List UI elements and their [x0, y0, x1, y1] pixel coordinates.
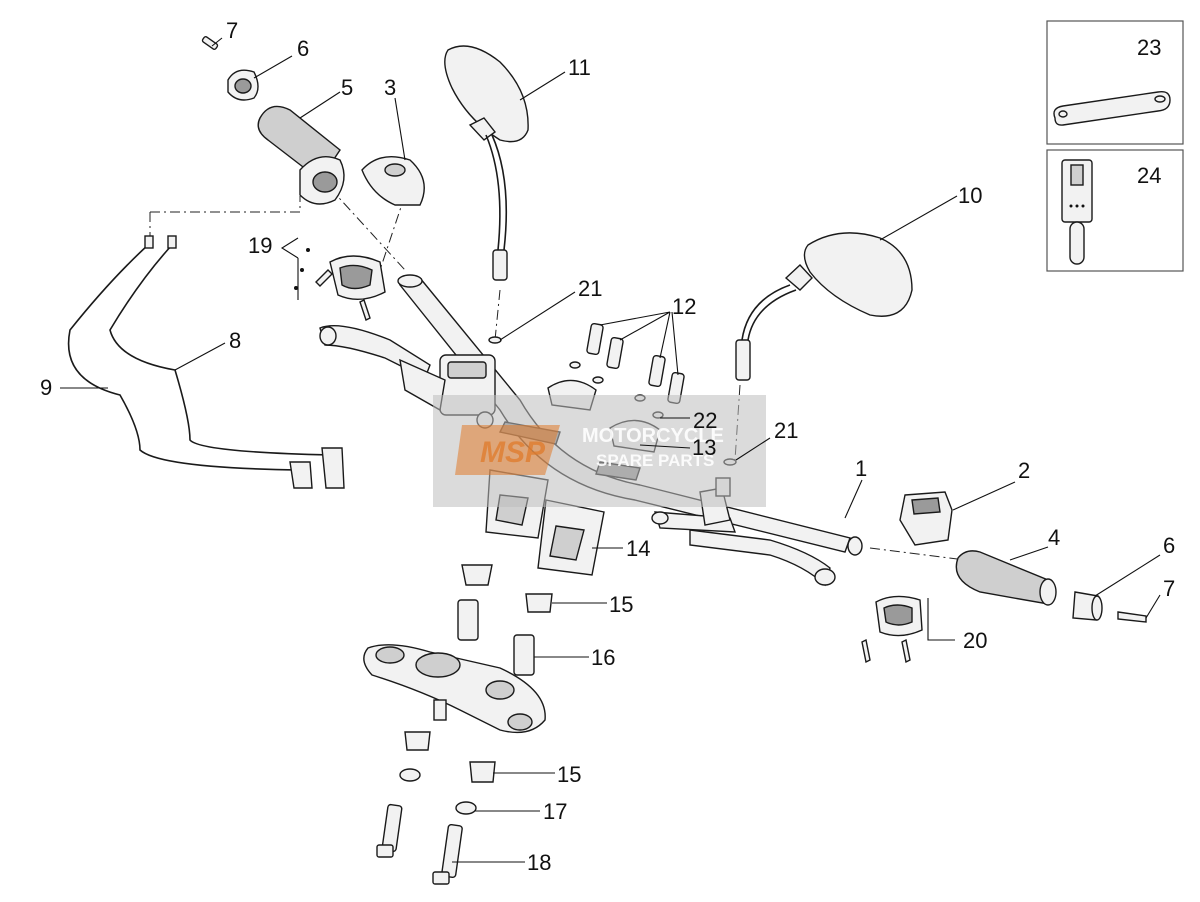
callout-5: 5: [341, 75, 353, 100]
inset-box-23: [1046, 20, 1184, 145]
callout-11: 11: [568, 55, 591, 80]
callout-15-lower: 15: [557, 762, 581, 787]
left-switch-housing: [361, 156, 425, 206]
right-grip: [955, 550, 1057, 606]
inset-box-24: [1046, 149, 1184, 272]
callout-17: 17: [543, 799, 567, 824]
watermark-logo: MSP: [480, 436, 546, 469]
callout-7-right: 7: [1163, 576, 1175, 601]
watermark: MSP MOTORCYCLE SPARE PARTS: [433, 395, 766, 507]
callout-14: 14: [626, 536, 650, 561]
callout-21-lower: 21: [774, 418, 798, 443]
left-switch-19: [294, 248, 386, 321]
callout-22: 22: [693, 408, 717, 433]
callout-7-left: 7: [226, 18, 238, 43]
callout-20: 20: [963, 628, 987, 653]
watermark-line1: MOTORCYCLE: [582, 425, 724, 447]
callout-12: 12: [672, 294, 696, 319]
callout-6-left: 6: [297, 36, 309, 61]
throttle-cables: [67, 235, 345, 489]
callout-10: 10: [958, 183, 982, 208]
left-bar-end: [201, 36, 259, 101]
right-switch-housing: [899, 491, 953, 546]
bushings-spacers: [399, 564, 553, 815]
callout-19: 19: [248, 233, 272, 258]
triple-clamp: [363, 644, 546, 734]
callout-16: 16: [591, 645, 615, 670]
callout-4: 4: [1048, 525, 1060, 550]
callout-1: 1: [855, 456, 867, 481]
callout-3: 3: [384, 75, 396, 100]
right-switch-20: [861, 595, 923, 664]
callout-21-upper: 21: [578, 276, 602, 301]
callout-numbers: 1 2 3 4 5 6 6 7 7 8 9 10 11 12 13 14 15 …: [40, 18, 1175, 875]
callout-6-right: 6: [1163, 533, 1175, 558]
lower-bolts: [376, 803, 463, 885]
right-bar-end: [1072, 591, 1147, 623]
left-grip: [257, 105, 345, 205]
callout-24: 24: [1137, 163, 1161, 188]
callout-9: 9: [40, 375, 52, 400]
callout-18: 18: [527, 850, 551, 875]
callout-13: 13: [692, 435, 716, 460]
leader-lines: [60, 37, 1161, 863]
watermark-line2: SPARE PARTS: [596, 451, 714, 470]
callout-23: 23: [1137, 35, 1161, 60]
mirror-left: [444, 45, 529, 281]
callout-2: 2: [1018, 458, 1030, 483]
callout-8: 8: [229, 328, 241, 353]
mirror-right: [735, 232, 913, 381]
callout-15-upper: 15: [609, 592, 633, 617]
